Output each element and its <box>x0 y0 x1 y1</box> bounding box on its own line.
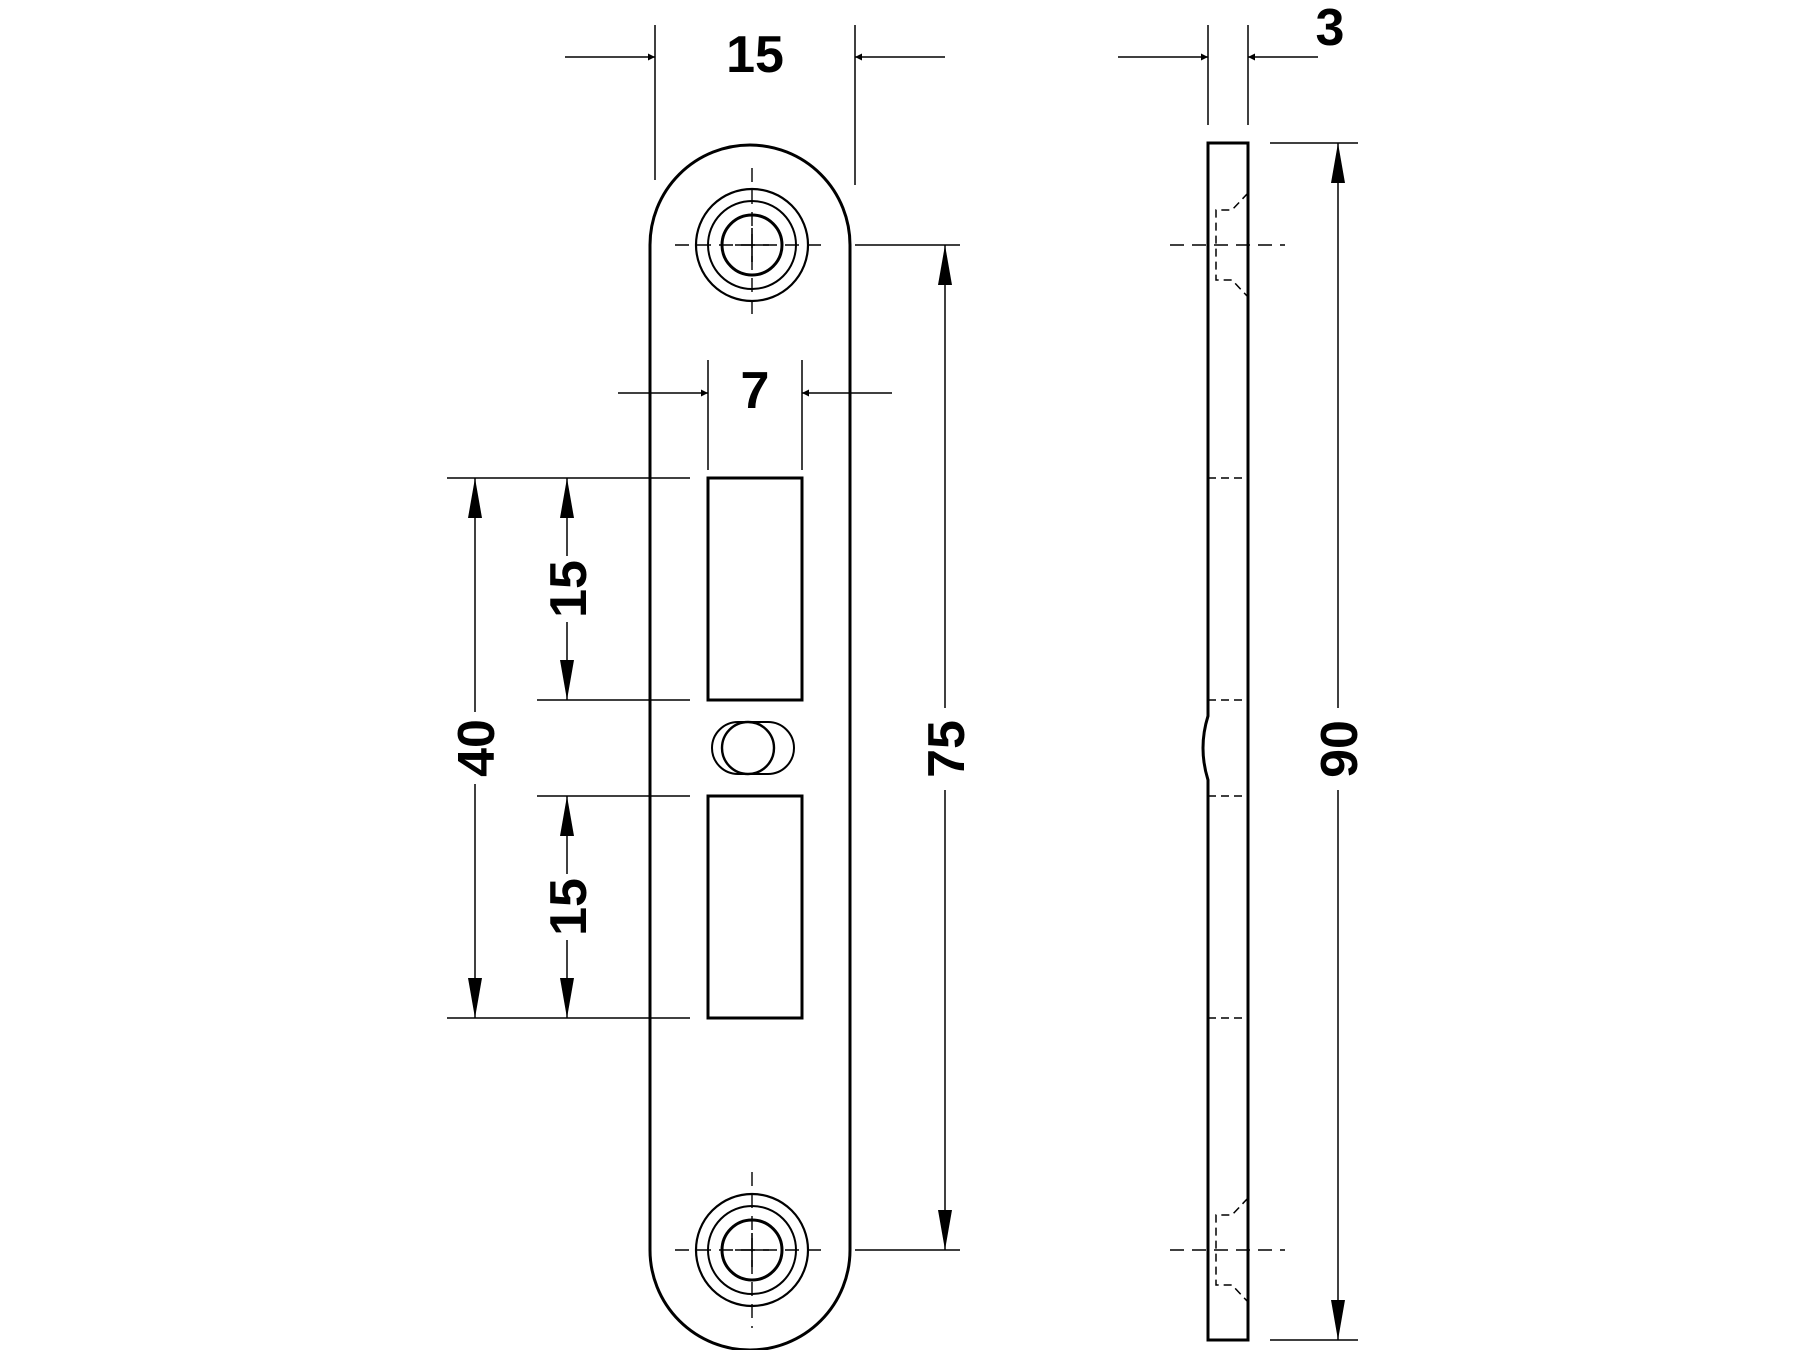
bottom-screw-hole <box>675 1172 829 1328</box>
dim-total-height-label: 90 <box>1311 720 1369 778</box>
dim-thickness-label: 3 <box>1316 0 1345 57</box>
dim-slot-width-label: 7 <box>741 362 770 420</box>
dim-hole-spacing-label: 75 <box>918 720 976 778</box>
side-centerlines <box>1170 244 1285 1251</box>
top-screw-hole <box>675 168 829 322</box>
dim-slot-span-label: 40 <box>448 719 506 777</box>
dim-lower-slot-height-label: 15 <box>540 878 598 936</box>
lower-latch-slot <box>706 794 804 1020</box>
side-profile-outline <box>1201 141 1250 1342</box>
dim-upper-slot-height-label: 15 <box>540 560 598 618</box>
front-view <box>447 25 960 1350</box>
label-backgrounds <box>448 556 1367 940</box>
strike-plate-outline <box>648 143 852 1350</box>
countersink-hidden-lines <box>1208 192 1249 1303</box>
dim-width-top-label: 15 <box>726 26 784 84</box>
center-detent <box>711 720 795 776</box>
upper-latch-slot <box>706 476 804 702</box>
extension-lines <box>447 25 960 1251</box>
side-view <box>1118 25 1358 1342</box>
side-extension-lines <box>1207 25 1358 1341</box>
